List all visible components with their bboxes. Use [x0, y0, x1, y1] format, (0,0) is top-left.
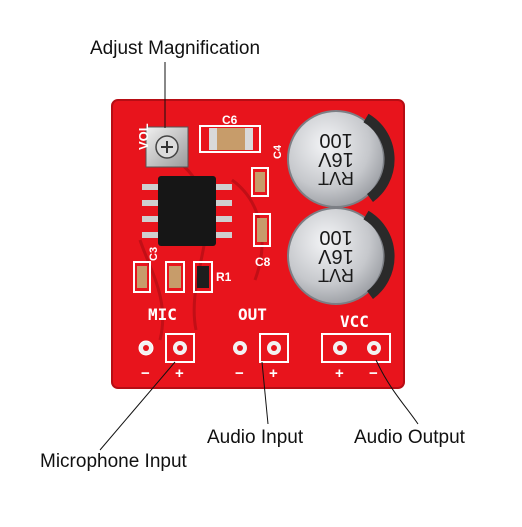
c4-outline: [251, 167, 269, 197]
r1-resistor: [197, 266, 209, 288]
leader-audio-out: [375, 359, 419, 425]
vcc-header-label: VCC: [340, 312, 369, 331]
vcc-minus-sign: −: [369, 365, 378, 382]
audio-output-label: Audio Output: [354, 427, 465, 448]
out-header-label: OUT: [238, 305, 267, 324]
cap-top-value: 100: [319, 129, 352, 151]
c6-capacitor: [215, 128, 247, 150]
vcc-outline: [321, 333, 391, 363]
c6-outline: [199, 125, 261, 153]
vol-label: VOL: [136, 123, 151, 150]
c6-label: C6: [222, 113, 238, 127]
c8-capacitor: [257, 218, 267, 242]
c4-capacitor: [255, 172, 265, 192]
smd-outline-2: [165, 261, 185, 293]
cap-bottom-brand: RVT: [318, 265, 354, 285]
r1-outline: [193, 261, 213, 293]
cap-top-voltage: 16V: [318, 148, 354, 170]
pcb-board-edge: [111, 99, 405, 389]
smd-component-2: [169, 266, 181, 288]
out-plus-sign: +: [269, 365, 278, 382]
cap-top-brand: RVT: [318, 168, 354, 188]
c3-outline: [133, 261, 151, 293]
out-minus-sign: −: [235, 365, 244, 382]
c8-label: C8: [255, 255, 271, 269]
out-plus-outline: [259, 333, 289, 363]
leader-mic-in: [99, 361, 176, 451]
microphone-input-label: Microphone Input: [40, 451, 187, 472]
c3-label: C3: [148, 247, 160, 261]
mic-plus-outline: [165, 333, 195, 363]
mic-minus-sign: −: [141, 365, 150, 382]
vcc-plus-sign: +: [335, 365, 344, 382]
c6-pad-left: [209, 128, 217, 150]
electrolytic-capacitor-bottom: 100 16V RVT: [287, 207, 395, 305]
r1-label: R1: [216, 270, 232, 284]
mic-plus-sign: +: [175, 365, 184, 382]
c6-pad-right: [245, 128, 253, 150]
c3-capacitor: [137, 266, 147, 288]
electrolytic-capacitor-top: 100 16V RVT: [287, 110, 395, 208]
c8-outline: [253, 213, 271, 247]
adjust-magnification-label: Adjust Magnification: [90, 38, 261, 59]
leader-audio-in: [261, 361, 269, 425]
cap-bottom-voltage: 16V: [318, 245, 354, 267]
amplifier-chip: [142, 176, 232, 246]
potentiometer-slot: [161, 141, 173, 153]
c4-label: C4: [272, 144, 284, 159]
mic-header-label: MIC: [148, 305, 177, 324]
cap-bottom-value: 100: [319, 226, 352, 248]
audio-input-label: Audio Input: [207, 427, 304, 448]
